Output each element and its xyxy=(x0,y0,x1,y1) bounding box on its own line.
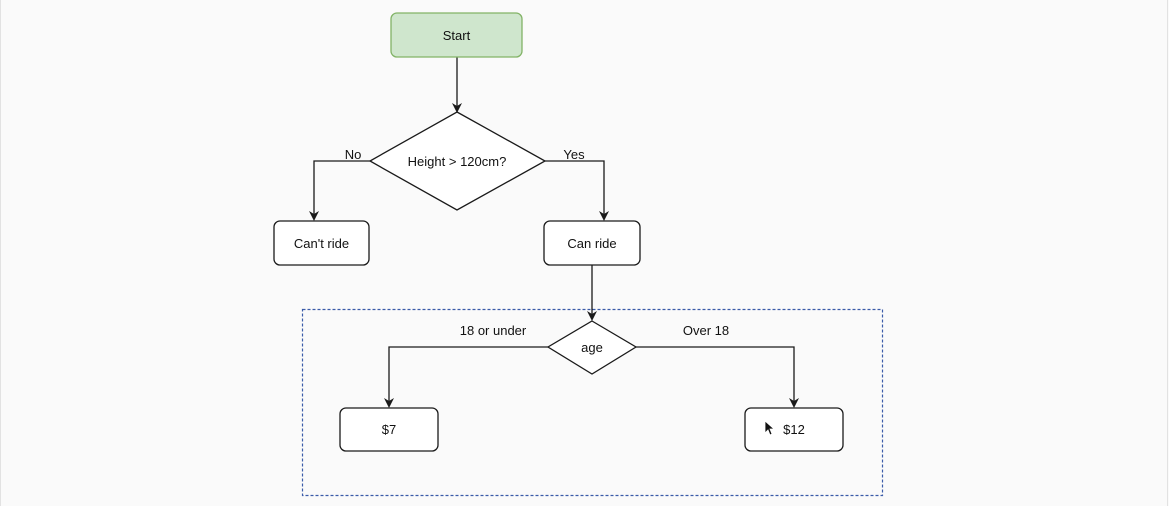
edge-over-18[interactable] xyxy=(636,346,799,408)
price-7-label: $7 xyxy=(382,422,396,437)
edge-under-18[interactable] xyxy=(384,346,548,408)
edge-label-under-18: 18 or under xyxy=(460,323,527,338)
cant-ride-label: Can't ride xyxy=(294,236,349,251)
price-12-node[interactable]: $12 xyxy=(744,407,844,452)
height-decision-label: Height > 120cm? xyxy=(408,154,507,169)
canvas-right-border xyxy=(1167,0,1168,506)
edge-no[interactable] xyxy=(309,160,370,221)
edge-label-yes: Yes xyxy=(563,147,585,162)
age-decision-node[interactable]: age xyxy=(546,320,638,375)
edge-label-over-18: Over 18 xyxy=(683,323,729,338)
mouse-pointer-icon xyxy=(764,420,776,436)
can-ride-node[interactable]: Can ride xyxy=(543,220,641,266)
age-decision-label: age xyxy=(581,340,603,355)
start-label: Start xyxy=(443,28,471,43)
canvas-left-border xyxy=(0,0,1,506)
cant-ride-node[interactable]: Can't ride xyxy=(273,220,370,266)
edge-yes[interactable] xyxy=(545,160,609,221)
edge-label-no: No xyxy=(345,147,362,162)
start-node[interactable]: Start xyxy=(390,12,523,58)
can-ride-label: Can ride xyxy=(567,236,616,251)
height-decision-node[interactable]: Height > 120cm? xyxy=(368,111,547,211)
price-7-node[interactable]: $7 xyxy=(339,407,439,452)
price-12-label: $12 xyxy=(783,422,805,437)
